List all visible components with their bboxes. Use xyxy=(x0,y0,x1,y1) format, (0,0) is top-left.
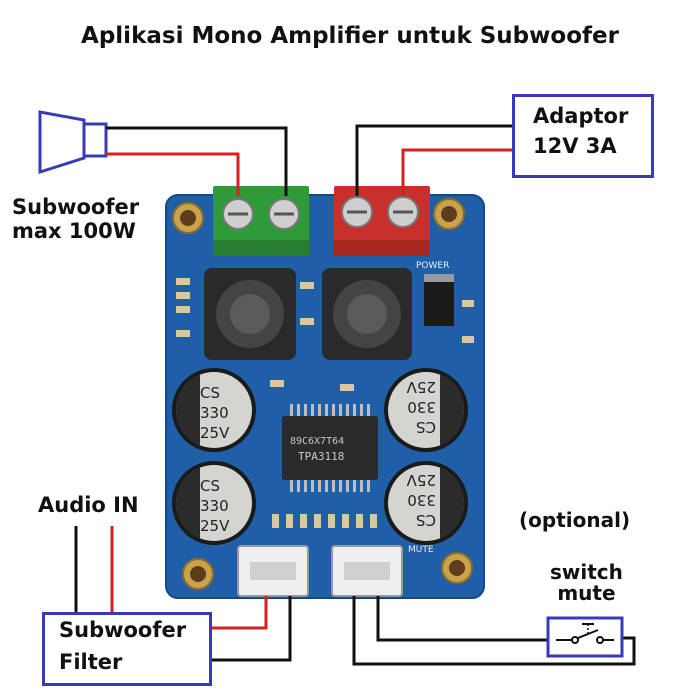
adaptor-red-wire xyxy=(401,148,512,196)
cap-bl-brand: CS xyxy=(200,477,220,495)
adaptor-black-wire xyxy=(355,124,512,196)
cap-br-brand: CS xyxy=(416,511,436,529)
diode xyxy=(424,274,454,326)
cap-bl-value: 330 xyxy=(200,497,229,515)
page-title: Aplikasi Mono Amplifier untuk Subwoofer xyxy=(81,23,619,49)
cap-tr-brand: CS xyxy=(416,418,436,436)
cap-br-voltage: 25V xyxy=(406,471,436,489)
chip-model-text: TPA3118 xyxy=(298,450,344,463)
filter-black-wire xyxy=(212,596,292,662)
speaker-icon xyxy=(38,110,108,175)
inductor-left xyxy=(204,268,296,360)
filter-label-line1: Subwoofer xyxy=(59,618,187,642)
smd-components xyxy=(176,278,474,528)
subwoofer-label-line1: Subwoofer xyxy=(12,195,140,219)
audio-in-label: Audio IN xyxy=(38,493,139,517)
subwoofer-filter-box: Subwoofer Filter xyxy=(42,612,212,686)
filter-red-wire xyxy=(212,596,268,630)
adaptor-label-line2: 12V 3A xyxy=(533,134,617,159)
audio-input-connector xyxy=(237,545,309,597)
cap-br-value: 330 xyxy=(407,491,436,509)
capacitor-top-right: CS 330 25V xyxy=(384,368,468,452)
cap-tl-brand: CS xyxy=(200,384,220,402)
subwoofer-label: Subwoofer max 100W xyxy=(12,196,139,242)
amplifier-chip: 89C6X7T64 TPA3118 xyxy=(282,404,378,492)
switch-mute-label: switch mute xyxy=(550,562,623,604)
cap-tl-value: 330 xyxy=(200,404,229,422)
cap-bl-voltage: 25V xyxy=(200,517,230,535)
capacitor-bottom-right: CS 330 25V xyxy=(384,461,468,545)
mute-switch-icon xyxy=(546,616,624,658)
power-silkscreen: POWER xyxy=(416,261,449,271)
chip-brand-text: 89C6X7T64 xyxy=(290,436,344,447)
speaker-terminal-green xyxy=(213,186,309,256)
adaptor-box: Adaptor 12V 3A xyxy=(512,94,654,178)
mute-wire-a xyxy=(352,596,636,666)
cap-tr-value: 330 xyxy=(407,398,436,416)
capacitor-top-left: CS 330 25V xyxy=(172,368,256,452)
wires xyxy=(74,124,636,666)
mute-wire-b xyxy=(376,596,548,642)
subwoofer-label-line2: max 100W xyxy=(12,219,136,244)
cap-tr-voltage: 25V xyxy=(406,378,436,396)
speaker-black-wire xyxy=(106,126,288,196)
optional-label: (optional) xyxy=(519,508,631,532)
switch-label-line1: switch xyxy=(550,560,623,584)
switch-label-line2: mute xyxy=(557,581,616,605)
capacitor-bottom-left: CS 330 25V xyxy=(172,461,256,545)
adaptor-label-line1: Adaptor xyxy=(533,104,629,128)
mute-silkscreen: MUTE xyxy=(408,545,434,555)
mute-connector xyxy=(331,545,403,597)
power-terminal-red xyxy=(334,186,430,256)
cap-tl-voltage: 25V xyxy=(200,424,230,442)
filter-label-line2: Filter xyxy=(59,650,123,675)
inductor-right xyxy=(322,268,412,360)
speaker-red-wire xyxy=(106,152,240,196)
